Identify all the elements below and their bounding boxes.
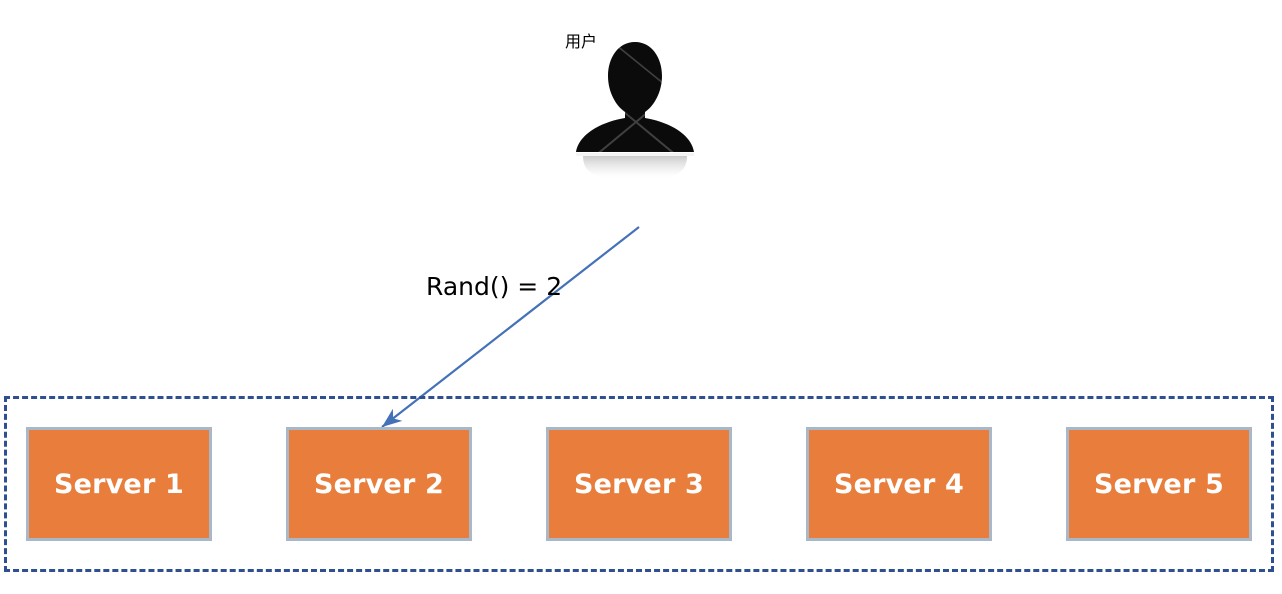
server-label: Server 1 bbox=[53, 468, 185, 500]
server-box[interactable]: Server 3 bbox=[546, 427, 732, 541]
server-label: Server 3 bbox=[573, 468, 705, 500]
user-silhouette-icon bbox=[576, 42, 694, 178]
arrow-label: Rand() = 2 bbox=[426, 272, 563, 301]
user-label: 用户 bbox=[565, 34, 598, 51]
user-actor: 用户 bbox=[565, 28, 705, 218]
server-box[interactable]: Server 1 bbox=[26, 427, 212, 541]
server-label: Server 2 bbox=[313, 468, 445, 500]
server-label: Server 4 bbox=[833, 468, 965, 500]
server-box[interactable]: Server 5 bbox=[1066, 427, 1252, 541]
server-box[interactable]: Server 4 bbox=[806, 427, 992, 541]
server-box[interactable]: Server 2 bbox=[286, 427, 472, 541]
server-pool: Server 1 Server 2 Server 3 Server 4 Serv… bbox=[4, 396, 1274, 572]
server-label: Server 5 bbox=[1093, 468, 1225, 500]
